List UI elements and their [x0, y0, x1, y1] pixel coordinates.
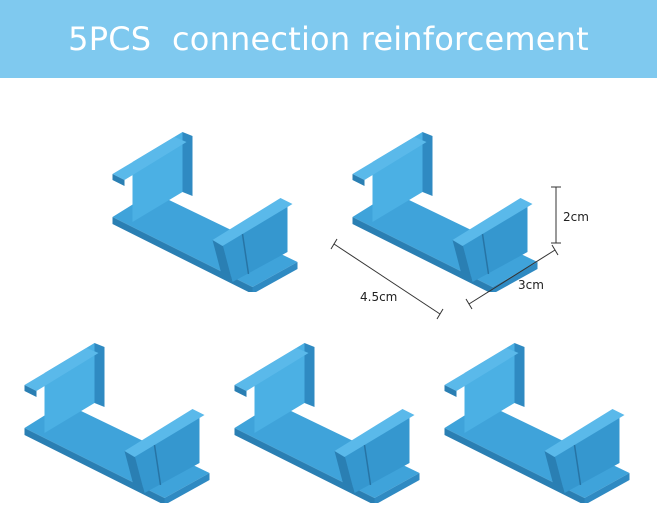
- product-clip-2: [351, 131, 539, 292]
- product-clip-5: [443, 342, 631, 503]
- product-clip-1: [111, 131, 299, 292]
- product-clip-3: [23, 342, 211, 503]
- banner-title: 5PCS connection reinforcement: [68, 20, 589, 58]
- title-banner: 5PCS connection reinforcement: [0, 0, 657, 78]
- product-clip-4: [233, 342, 421, 503]
- length-label: 4.5cm: [360, 290, 397, 304]
- width-dimension: [465, 244, 559, 310]
- length-dimension: [330, 238, 444, 320]
- width-label: 3cm: [518, 278, 544, 292]
- height-label: 2cm: [563, 210, 589, 224]
- height-dimension: [551, 186, 561, 244]
